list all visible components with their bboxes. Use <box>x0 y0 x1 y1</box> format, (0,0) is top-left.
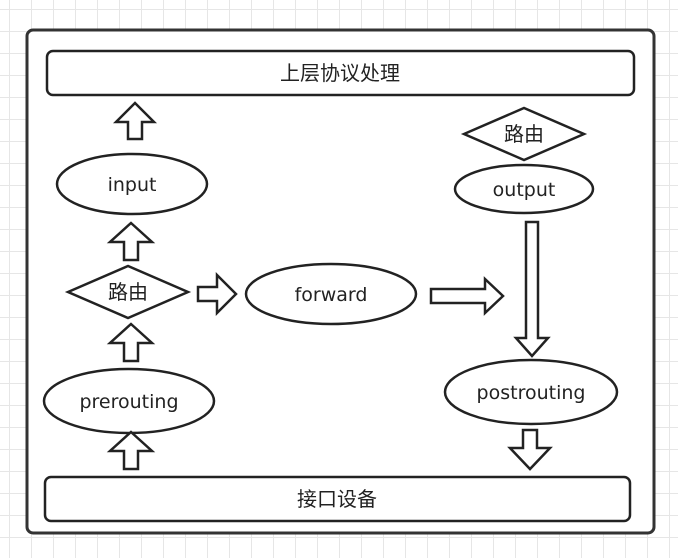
arrow-down-postrouting-to-interface <box>507 428 553 471</box>
interface-box: 接口设备 <box>43 475 632 523</box>
arrow-up-interface-to-prerouting <box>106 430 156 471</box>
arrow-up-input-to-upper-layer <box>112 101 158 141</box>
prerouting-node: prerouting <box>42 367 216 435</box>
upper-layer-label: 上层协议处理 <box>280 61 400 85</box>
arrow-down-output-to-postrouting <box>513 220 551 358</box>
routing-left-label: 路由 <box>108 280 148 304</box>
postrouting-label: postrouting <box>477 382 586 404</box>
interface-label: 接口设备 <box>297 487 377 511</box>
arrow-up-prerouting-to-routing <box>106 322 156 363</box>
prerouting-label: prerouting <box>79 391 178 413</box>
output-node: output <box>453 163 595 215</box>
upper-layer-box: 上层协议处理 <box>45 49 636 97</box>
input-node: input <box>55 152 209 216</box>
routing-left-node: 路由 <box>64 264 192 320</box>
arrow-right-forward-to-postrouting <box>429 276 505 316</box>
output-label: output <box>493 179 556 201</box>
forward-node: forward <box>244 262 418 326</box>
routing-right-label: 路由 <box>504 122 544 146</box>
forward-label: forward <box>295 284 368 306</box>
arrow-right-routing-to-forward <box>196 271 238 317</box>
input-label: input <box>108 174 157 196</box>
postrouting-node: postrouting <box>443 358 619 426</box>
arrow-up-routing-to-input <box>106 221 156 262</box>
routing-right-node: 路由 <box>460 106 588 162</box>
